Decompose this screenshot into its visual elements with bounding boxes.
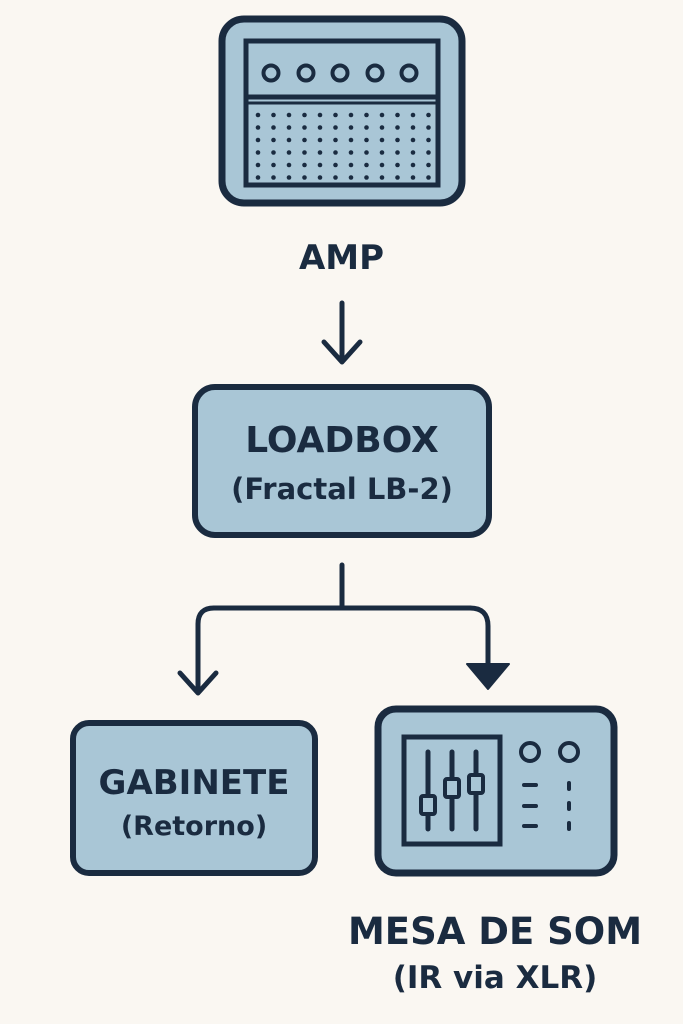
amp-knobs	[261, 63, 419, 83]
loadbox-subtitle: (Fractal LB-2)	[231, 472, 453, 506]
loadbox-box	[192, 384, 492, 538]
arrow-to-cabinet	[177, 670, 219, 696]
loadbox-title: LOADBOX	[245, 420, 439, 461]
mixer-label: MESA DE SOM	[347, 910, 643, 953]
amp-speaker-grille	[255, 112, 431, 180]
cabinet-subtitle: (Retorno)	[120, 811, 268, 842]
mixer-dashes	[522, 781, 571, 831]
mixer-sublabel: (IR via XLR)	[392, 960, 598, 996]
mixer-dials	[519, 741, 580, 763]
branch-connector	[195, 562, 491, 693]
mixer-fader-knobs	[419, 773, 485, 816]
amp-label: AMP	[298, 238, 385, 278]
mixer-icon	[374, 705, 618, 877]
arrow-to-mixer	[466, 663, 510, 690]
arrow-amp-to-loadbox	[321, 300, 363, 365]
cabinet-title: GABINETE	[98, 763, 290, 803]
cabinet-box	[70, 720, 318, 876]
amp-icon	[218, 15, 466, 207]
